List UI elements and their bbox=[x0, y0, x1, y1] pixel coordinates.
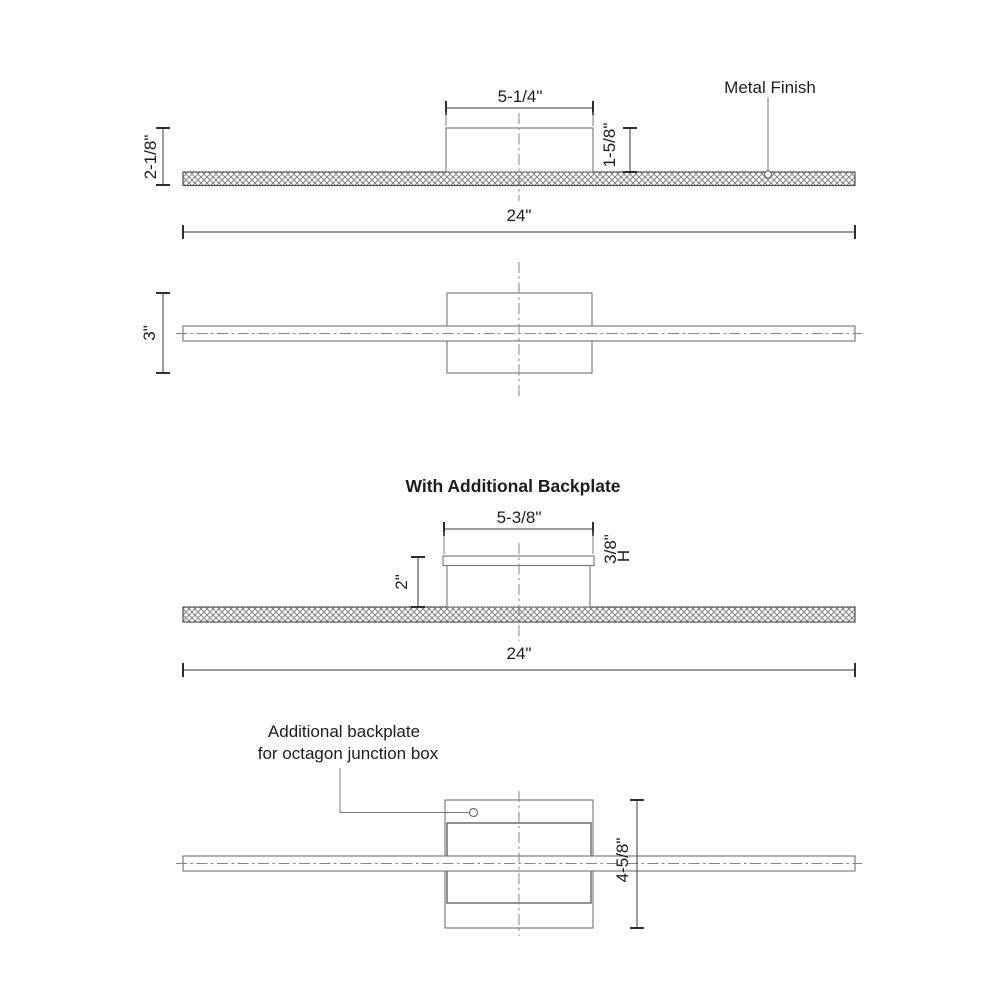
metal-finish-label: Metal Finish bbox=[724, 78, 816, 97]
dim-plate-width: 5-3/8" bbox=[497, 508, 542, 527]
side-view: 5-1/4" 1-5/8" 2-1/8" Metal Finish 24" bbox=[141, 78, 856, 239]
leader-line bbox=[339, 768, 469, 813]
backplate-note-line1: Additional backplate bbox=[268, 722, 420, 741]
section-title: With Additional Backplate bbox=[405, 476, 620, 496]
dim-overall-width: 24" bbox=[507, 644, 532, 663]
dim-backplate-front-height: 3" bbox=[140, 325, 159, 341]
leader-dot bbox=[763, 170, 773, 179]
dim-plate-thickness-suffix: H bbox=[614, 550, 633, 562]
dim-body-height: 2" bbox=[392, 574, 411, 590]
backplate-front-view: Additional backplate for octagon junctio… bbox=[176, 722, 862, 936]
dim-plate-thickness: 3/8" bbox=[601, 534, 620, 564]
leader-dot bbox=[468, 807, 479, 818]
backplate-note-line2: for octagon junction box bbox=[258, 744, 439, 763]
dim-overall-height: 2-1/8" bbox=[141, 135, 160, 180]
dim-backplate-height: 1-5/8" bbox=[600, 123, 619, 168]
dim-backplate-width: 5-1/4" bbox=[498, 87, 543, 106]
dim-overall-width: 24" bbox=[507, 206, 532, 225]
dim-plate-height: 4-5/8" bbox=[613, 838, 632, 883]
front-view: 3" bbox=[140, 262, 862, 398]
backplate-side-view: 5-3/8" 3/8" H 2" 24" bbox=[182, 508, 856, 677]
